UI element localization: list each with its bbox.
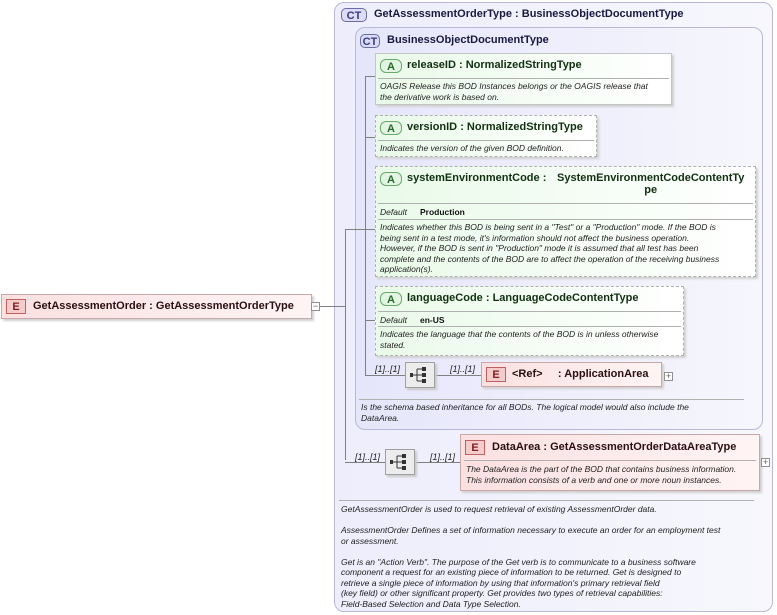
element-name: <Ref> xyxy=(512,368,543,380)
outer-trunk xyxy=(345,229,346,460)
attribute-name: versionID xyxy=(407,121,458,133)
divider xyxy=(359,399,744,400)
default-value: en-US xyxy=(420,315,445,325)
data-seq-connector xyxy=(345,462,385,463)
divider xyxy=(378,311,681,312)
element-icon: E xyxy=(486,367,506,382)
outer-ct-doc: GetAssessmentOrder is used to request re… xyxy=(341,504,721,609)
attribute-box-versionID[interactable] xyxy=(375,115,597,157)
attribute-title: versionID : NormalizedStringType xyxy=(407,121,583,133)
attribute-type: NormalizedStringType xyxy=(466,121,583,133)
attr-connector-3 xyxy=(365,229,376,230)
multiplicity-label: [1]..[1] xyxy=(450,364,476,374)
attribute-type: NormalizedStringType xyxy=(465,59,582,71)
outer-ct-base: BusinessObjectDocumentType xyxy=(521,8,684,20)
complex-type-icon: CT xyxy=(341,8,367,22)
multiplicity-label: [1]..[1] xyxy=(375,364,401,374)
attribute-title: systemEnvironmentCode : xyxy=(407,172,547,184)
inner-ct-title: BusinessObjectDocumentType xyxy=(387,34,549,46)
appl-seq-connector xyxy=(365,375,405,376)
sequence-compositor[interactable] xyxy=(405,362,435,388)
default-label: Default xyxy=(380,207,407,217)
root-element-type: GetAssessmentOrderType xyxy=(155,300,294,312)
divider xyxy=(339,500,754,501)
element-title: DataArea : GetAssessmentOrderDataAreaTyp… xyxy=(492,441,737,453)
divider xyxy=(378,203,753,204)
inner-ct-doc: Is the schema based inheritance for all … xyxy=(361,402,689,423)
outer-ct-title: GetAssessmentOrderType : BusinessObjectD… xyxy=(374,8,684,20)
root-element-name: GetAssessmentOrder xyxy=(33,300,147,312)
element-title: <Ref> : ApplicationArea xyxy=(512,368,649,380)
attribute-box-systemEnvironmentCode[interactable] xyxy=(375,166,756,277)
attribute-icon: A xyxy=(380,172,402,186)
element-name: DataArea xyxy=(492,441,541,453)
attribute-doc: Indicates the language that the contents… xyxy=(380,329,659,350)
data-elem-connector xyxy=(415,462,461,463)
complex-type-icon: CT xyxy=(360,34,380,48)
attribute-icon: A xyxy=(380,292,402,306)
multiplicity-label: [1]..[1] xyxy=(430,452,456,462)
element-type: GetAssessmentOrderDataAreaType xyxy=(550,441,737,453)
element-icon: E xyxy=(6,299,26,314)
attribute-name: releaseID xyxy=(407,59,456,71)
attribute-box-languageCode[interactable] xyxy=(375,286,684,356)
attribute-title: releaseID : NormalizedStringType xyxy=(407,59,582,71)
attribute-doc: Indicates the version of the given BOD d… xyxy=(380,143,564,153)
element-type: ApplicationArea xyxy=(564,368,649,380)
outer-ct-name: GetAssessmentOrderType xyxy=(374,8,512,20)
attribute-name: languageCode xyxy=(407,292,483,304)
root-element-box[interactable] xyxy=(1,294,312,319)
attribute-doc: OAGIS Release this BOD Instances belongs… xyxy=(380,81,648,102)
attribute-type: SystemEnvironmentCodeContentTy pe xyxy=(557,172,745,196)
attribute-icon: A xyxy=(380,121,402,135)
data-area-element[interactable] xyxy=(460,434,760,491)
inner-trunk xyxy=(365,76,366,375)
element-doc: The DataArea is the part of the BOD that… xyxy=(466,464,737,485)
attr-connector-1 xyxy=(365,76,376,77)
root-element-title: GetAssessmentOrder : GetAssessmentOrderT… xyxy=(33,300,294,312)
attribute-icon: A xyxy=(380,59,402,73)
element-icon: E xyxy=(465,440,485,455)
root-connector xyxy=(320,306,346,307)
divider xyxy=(378,78,669,79)
inner-branch xyxy=(345,229,365,230)
default-label: Default xyxy=(380,315,407,325)
collapse-toggle[interactable]: − xyxy=(311,301,320,311)
expand-toggle[interactable]: + xyxy=(664,371,673,381)
attribute-type: LanguageCodeContentType xyxy=(492,292,639,304)
divider xyxy=(378,326,681,327)
expand-toggle[interactable]: + xyxy=(761,457,770,467)
divider xyxy=(378,140,594,141)
sequence-icon xyxy=(390,454,406,470)
attr-connector-4 xyxy=(365,320,376,321)
multiplicity-label: [1]..[1] xyxy=(355,452,381,462)
attribute-name: systemEnvironmentCode xyxy=(407,172,540,184)
attribute-box-releaseID[interactable] xyxy=(375,53,672,105)
attribute-doc: Indicates whether this BOD is being sent… xyxy=(380,222,720,274)
sequence-compositor[interactable] xyxy=(385,449,415,475)
application-area-element[interactable] xyxy=(481,362,662,387)
appl-elem-connector xyxy=(435,375,481,376)
divider xyxy=(464,460,756,461)
sequence-icon xyxy=(410,367,426,383)
divider xyxy=(378,219,753,220)
attribute-title: languageCode : LanguageCodeContentType xyxy=(407,292,639,304)
attr-connector-2 xyxy=(365,137,376,138)
default-value: Production xyxy=(420,207,465,217)
